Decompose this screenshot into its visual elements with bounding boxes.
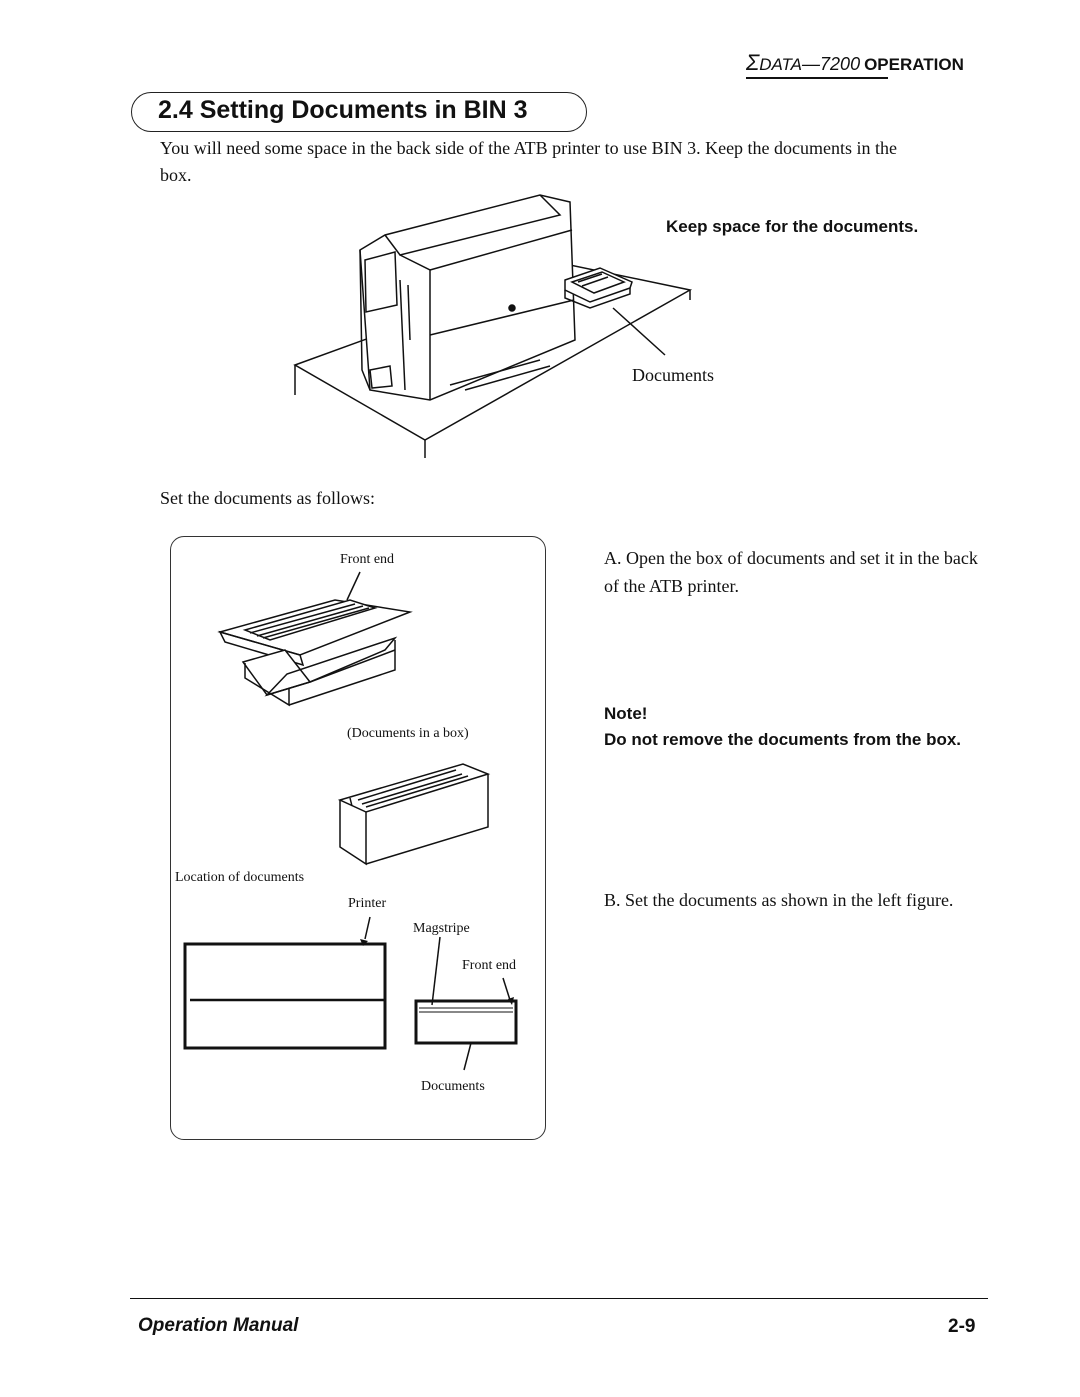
magstripe-pointer <box>432 937 440 1005</box>
front-end-pointer-bottom <box>503 978 510 1000</box>
documents-pointer <box>464 1043 471 1070</box>
footer-rule <box>130 1298 988 1299</box>
header-logo: ΣDATA—7200 OPERATION <box>746 50 1016 80</box>
logo-brand: DATA <box>759 55 803 74</box>
logo-underline <box>746 76 890 80</box>
magstripe-label: Magstripe <box>413 921 470 936</box>
note-body: Do not remove the documents from the box… <box>604 730 962 749</box>
printer-on-table-illustration <box>290 190 710 460</box>
printer-outline <box>185 944 385 1048</box>
front-end-label-bottom: Front end <box>462 958 517 973</box>
page-number: 2-9 <box>948 1316 976 1337</box>
closed-box-illustration <box>338 762 493 872</box>
printer-body <box>360 195 575 400</box>
section-label: OPERATION <box>864 55 964 74</box>
note-block: Note! Do not remove the documents from t… <box>604 701 984 753</box>
page-title: 2.4 Setting Documents in BIN 3 <box>158 96 528 124</box>
printer-label: Printer <box>348 896 387 911</box>
step-b: B. Set the documents as shown in the lef… <box>604 890 954 910</box>
footer-manual-title: Operation Manual <box>138 1315 299 1336</box>
logo-model: —7200 <box>802 54 861 74</box>
open-box-illustration <box>215 570 420 710</box>
set-documents-intro: Set the documents as follows: <box>160 488 375 508</box>
intro-paragraph: You will need some space in the back sid… <box>160 138 898 185</box>
location-of-documents-label: Location of documents <box>175 870 305 885</box>
note-heading: Note! <box>604 704 648 723</box>
keep-space-caption: Keep space for the documents. <box>666 217 919 236</box>
front-end-label-top: Front end <box>340 552 395 567</box>
title-frame <box>131 92 587 132</box>
documents-outline <box>416 1001 516 1043</box>
instruction-figure-panel <box>170 536 546 1140</box>
printer-pointer <box>365 917 370 939</box>
location-diagram <box>180 915 525 1075</box>
step-a: A. Open the box of documents and set it … <box>604 548 978 596</box>
logo-sigma: Σ <box>746 50 760 75</box>
documents-label-bottom: Documents <box>421 1079 485 1094</box>
documents-label-top: Documents <box>632 365 714 385</box>
front-end-pointer <box>347 572 360 600</box>
documents-in-box-label: (Documents in a box) <box>347 726 469 741</box>
